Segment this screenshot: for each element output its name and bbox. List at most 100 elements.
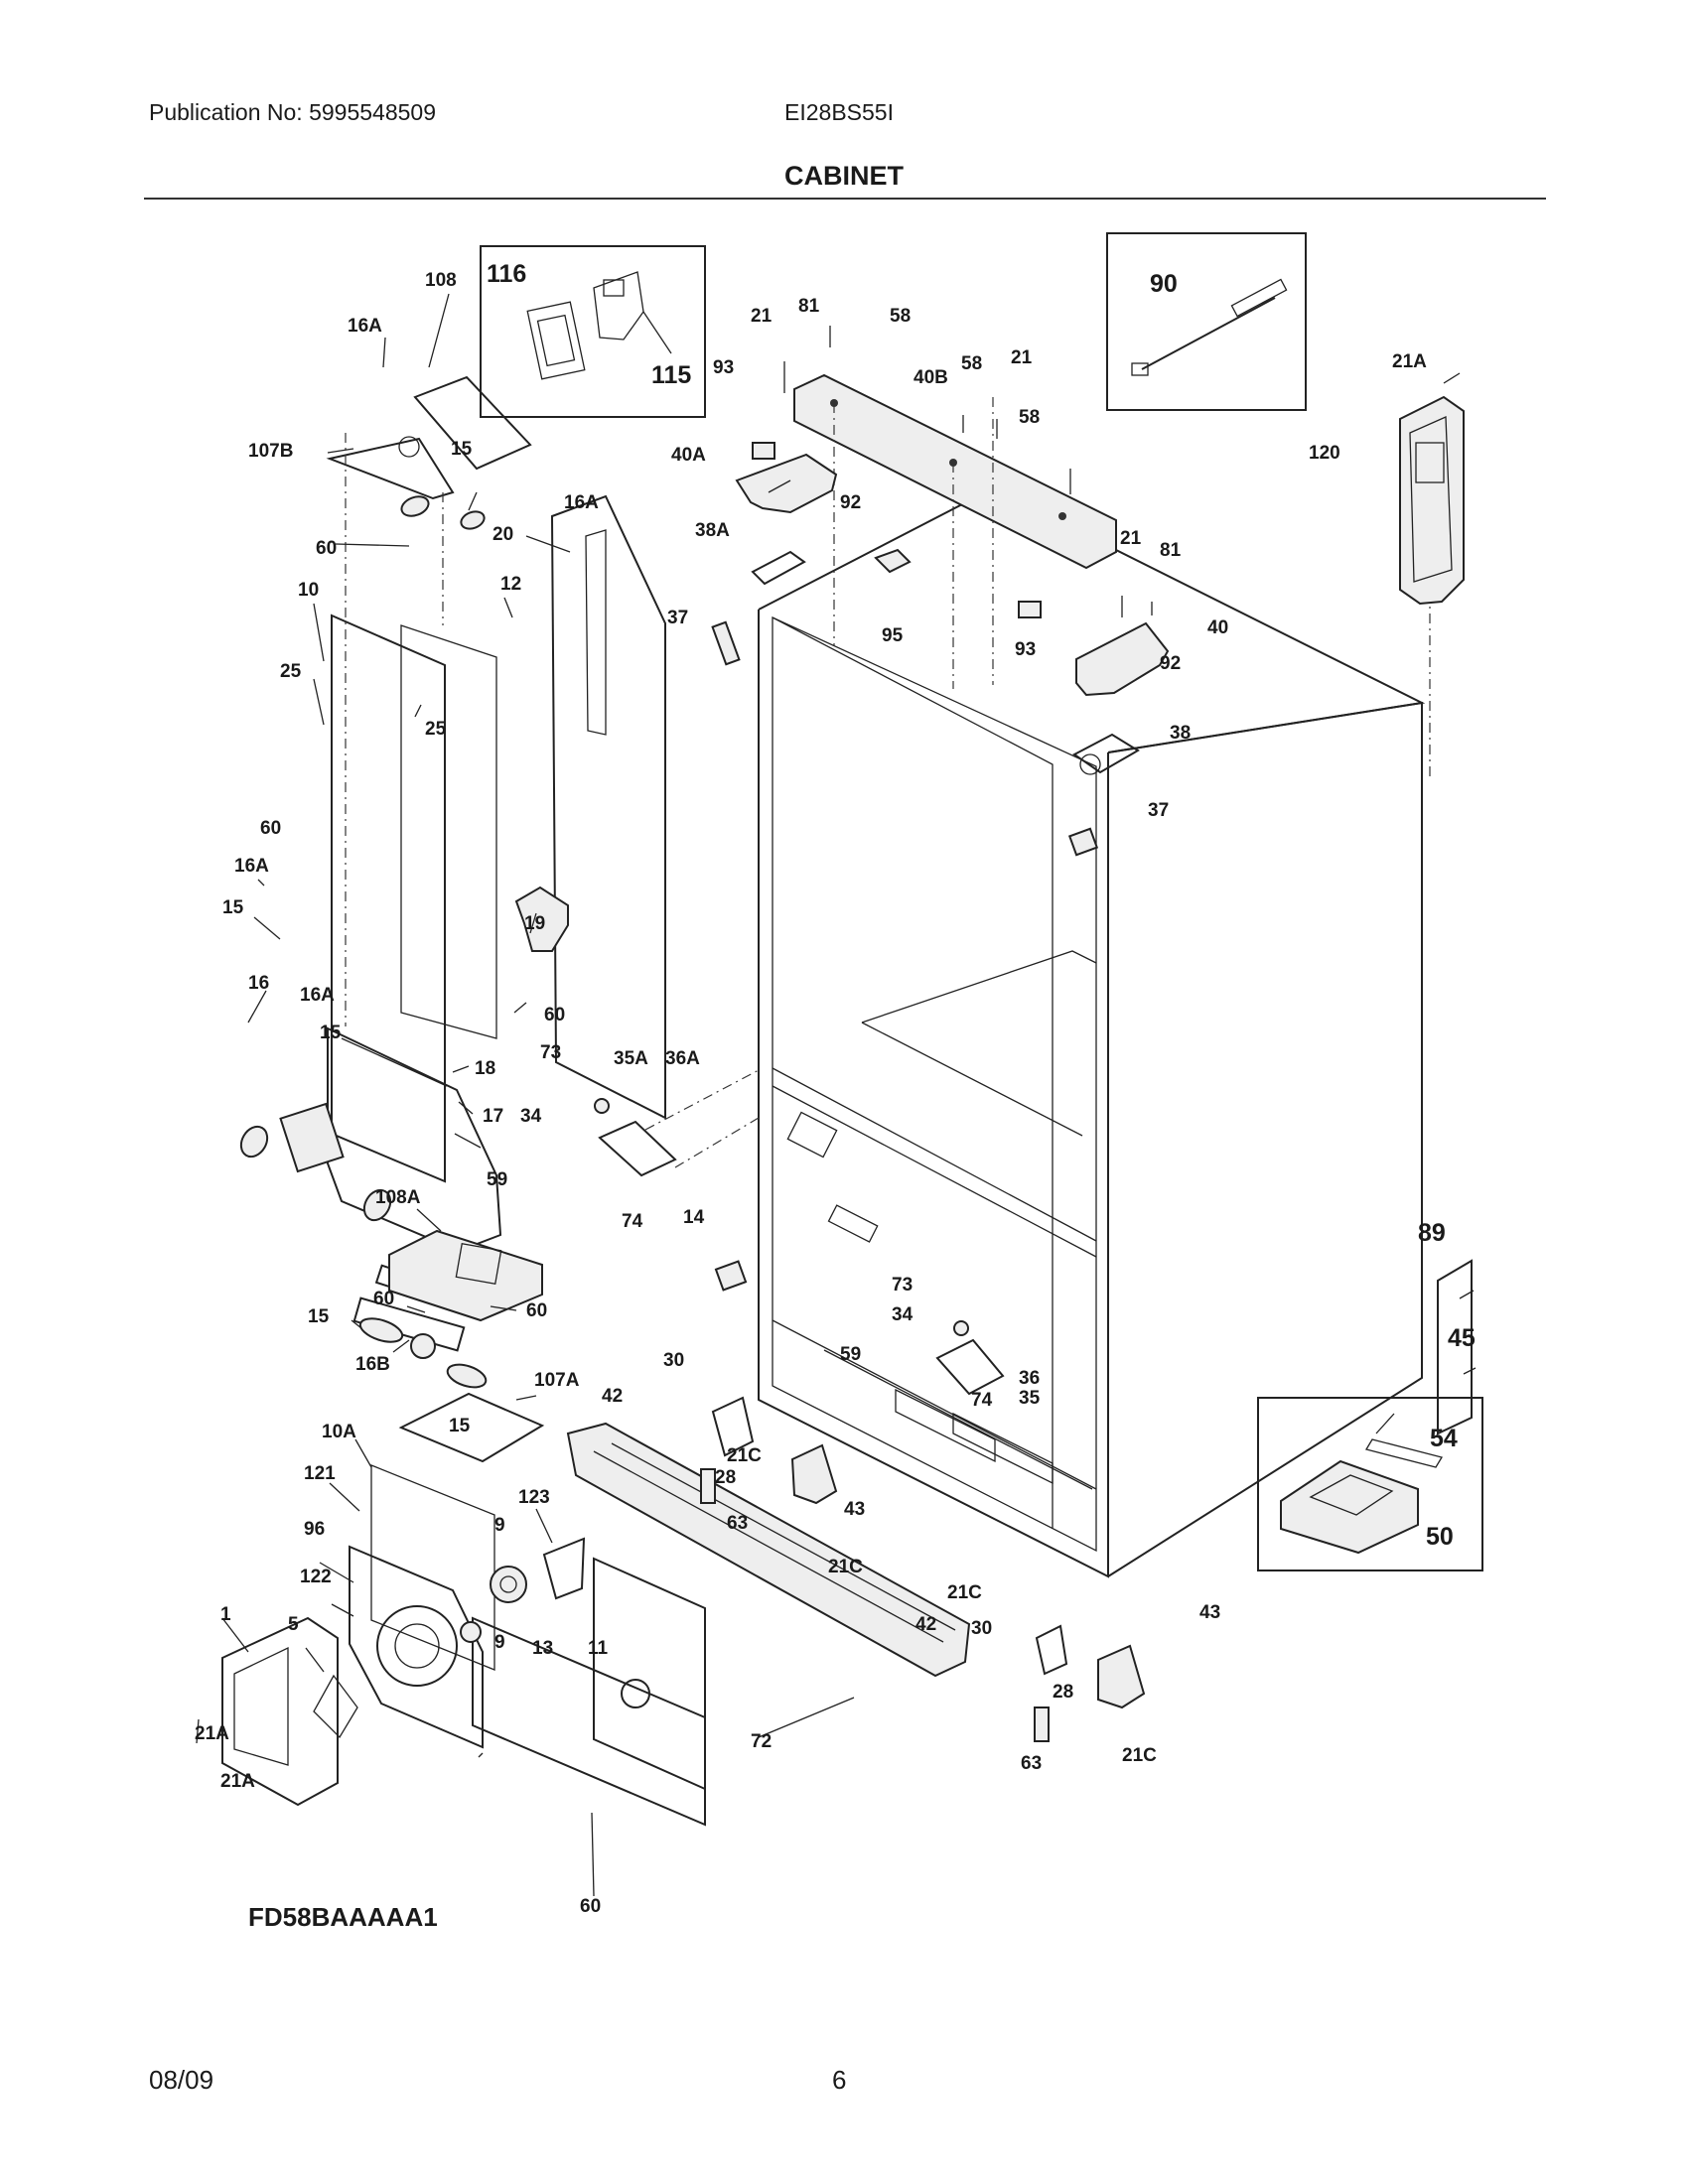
hinge-38A <box>751 550 806 586</box>
top-screws <box>783 326 1153 617</box>
leader-lines <box>196 293 1395 1897</box>
light-housing-assembly <box>358 1229 545 1463</box>
label-95: 95 <box>882 625 904 646</box>
label-35: 35 <box>1019 1388 1041 1409</box>
label-58-b: 58 <box>961 353 982 374</box>
top-hinge-bar <box>793 373 1117 689</box>
label-21A-b: 21A <box>220 1771 255 1792</box>
label-21A-c: 21A <box>1392 351 1427 372</box>
plug-37-left <box>711 620 741 666</box>
label-25-a: 25 <box>280 661 302 682</box>
label-40: 40 <box>1207 617 1228 638</box>
label-81-a: 81 <box>798 296 820 317</box>
label-63-a: 63 <box>727 1513 748 1534</box>
label-38A: 38A <box>695 520 730 541</box>
label-58-a: 58 <box>890 306 911 327</box>
air-tower-assembly <box>239 375 666 1352</box>
label-21-a: 21 <box>751 306 773 327</box>
inset-sensor-box <box>1106 232 1307 411</box>
hinge-40 <box>1075 621 1170 697</box>
label-14: 14 <box>683 1207 705 1228</box>
publication-number: Publication No: 5995548509 <box>149 99 437 125</box>
fan-and-evaporator-panels <box>221 1464 706 1827</box>
kickplate-grille <box>566 1422 971 1678</box>
label-43-b: 43 <box>1199 1602 1220 1623</box>
model-number: EI28BS55I <box>784 99 894 125</box>
label-37-a: 37 <box>667 608 688 628</box>
label-17: 17 <box>483 1106 503 1127</box>
label-74-a: 74 <box>622 1211 643 1232</box>
label-54: 54 <box>1430 1425 1458 1452</box>
label-72: 72 <box>751 1731 772 1752</box>
label-15-a: 15 <box>451 439 473 460</box>
inset-gasket-box <box>480 245 706 418</box>
label-60-f: 60 <box>580 1896 601 1917</box>
header-divider <box>144 198 1546 200</box>
label-116: 116 <box>487 260 526 288</box>
label-122: 122 <box>300 1567 332 1587</box>
label-93-b: 93 <box>1015 639 1036 660</box>
label-115: 115 <box>651 361 691 389</box>
control-housing <box>1399 372 1465 606</box>
clip-95 <box>874 548 912 574</box>
label-30-a: 30 <box>663 1350 684 1371</box>
clip-93-right <box>1018 601 1042 618</box>
label-45: 45 <box>1448 1324 1476 1352</box>
label-13: 13 <box>532 1638 553 1659</box>
label-5: 5 <box>288 1614 299 1635</box>
label-11: 11 <box>588 1638 609 1659</box>
label-36A: 36A <box>665 1048 700 1069</box>
label-21A-a: 21A <box>195 1723 229 1744</box>
label-59-a: 59 <box>487 1169 507 1190</box>
label-10A: 10A <box>322 1422 356 1442</box>
label-12: 12 <box>500 574 521 595</box>
label-123: 123 <box>518 1487 550 1508</box>
label-42-b: 42 <box>915 1614 936 1635</box>
label-16A-d: 16A <box>300 985 335 1006</box>
label-21C-a: 21C <box>727 1445 762 1466</box>
label-60-d: 60 <box>373 1289 394 1309</box>
label-35A: 35A <box>614 1048 648 1069</box>
label-60-a: 60 <box>316 538 337 559</box>
label-15-c: 15 <box>320 1023 342 1043</box>
label-43-a: 43 <box>844 1499 865 1520</box>
label-89: 89 <box>1418 1219 1446 1247</box>
label-73-a: 73 <box>540 1042 561 1063</box>
footer-date: 08/09 <box>149 2065 214 2095</box>
label-34-a: 34 <box>520 1106 542 1127</box>
label-108: 108 <box>425 270 457 291</box>
label-73-b: 73 <box>892 1275 913 1296</box>
label-1: 1 <box>220 1604 231 1625</box>
label-37-b: 37 <box>1148 800 1169 821</box>
label-10: 10 <box>298 580 319 601</box>
label-96: 96 <box>304 1519 325 1540</box>
label-50: 50 <box>1426 1523 1454 1551</box>
cabinet-shell <box>758 417 1431 1578</box>
label-59-b: 59 <box>840 1344 861 1365</box>
label-60-e: 60 <box>526 1300 547 1321</box>
label-25-b: 25 <box>425 719 447 740</box>
label-42-a: 42 <box>602 1386 623 1407</box>
diagram-code: FD58BAAAAA1 <box>248 1902 438 1932</box>
label-60-b: 60 <box>260 818 281 839</box>
label-19: 19 <box>524 913 545 934</box>
label-36: 36 <box>1019 1368 1040 1389</box>
label-40A: 40A <box>671 445 706 466</box>
side-panel <box>1437 1259 1477 1435</box>
label-15-b: 15 <box>222 897 244 918</box>
label-74-b: 74 <box>971 1390 993 1411</box>
hinge-40A <box>735 453 838 514</box>
label-9-b: 9 <box>494 1632 505 1653</box>
part-labels: 108 16A 107B 15 16A 60 20 10 12 25 25 60… <box>195 270 1476 1917</box>
label-92-a: 92 <box>840 492 861 513</box>
section-title: CABINET <box>784 161 904 191</box>
plug-37-right <box>1067 827 1099 857</box>
label-20: 20 <box>492 524 513 545</box>
lower-hinges <box>594 1069 1146 1742</box>
label-21-c: 21 <box>1120 528 1142 549</box>
label-58-c: 58 <box>1019 407 1040 428</box>
label-16: 16 <box>248 973 269 994</box>
label-28-b: 28 <box>1053 1682 1073 1703</box>
label-21C-b: 21C <box>828 1557 863 1577</box>
label-121: 121 <box>304 1463 336 1484</box>
